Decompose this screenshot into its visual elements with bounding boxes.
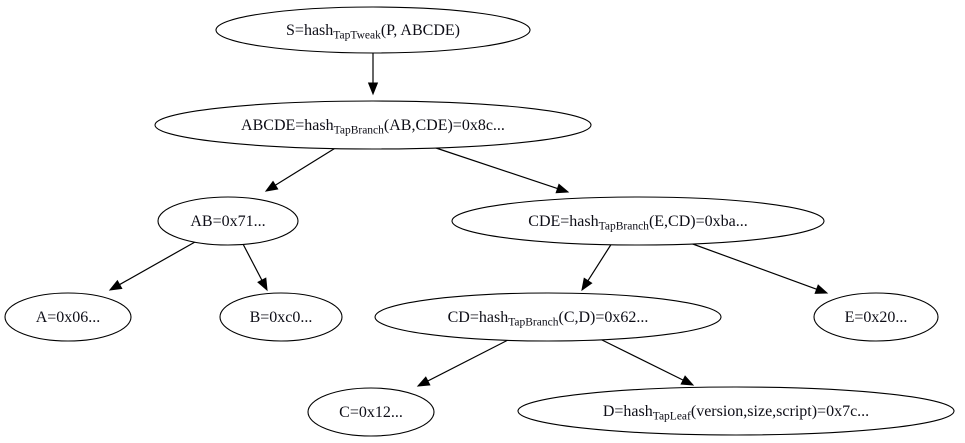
edge-abcde-to-cde xyxy=(432,146,570,194)
arrowhead-icon xyxy=(108,279,123,291)
node-label: B=0xc0... xyxy=(250,309,313,326)
node-label: E=0x20... xyxy=(845,309,908,326)
node-ellipse xyxy=(813,292,939,342)
edge-cd-to-c xyxy=(416,338,511,387)
node-abcde[interactable]: ABCDE=hashTapBranch(AB,CDE)=0x8c... xyxy=(154,100,592,150)
node-ellipse xyxy=(215,6,531,54)
node-ellipse xyxy=(451,196,825,246)
node-ellipse xyxy=(154,100,592,150)
node-cd[interactable]: CD=hashTapBranch(C,D)=0x62... xyxy=(374,292,722,342)
edge-line xyxy=(117,241,196,287)
arrowhead-icon xyxy=(680,375,695,386)
node-ellipse xyxy=(4,292,132,342)
node-label: C=0x12... xyxy=(339,404,403,421)
nodes-layer: S=hashTapTweak(P, ABCDE) ABCDE=hashTapBra… xyxy=(4,6,955,437)
arrowhead-icon xyxy=(814,284,829,294)
edges-layer xyxy=(108,53,829,387)
node-ellipse xyxy=(219,292,343,342)
node-b[interactable]: B=0xc0... xyxy=(219,292,343,342)
edge-cde-to-e xyxy=(689,242,829,294)
edge-line xyxy=(586,242,613,283)
arrowhead-icon xyxy=(257,277,268,292)
node-label: A=0x06... xyxy=(36,309,101,326)
node-d[interactable]: D=hashTapLeaf(version,size,script)=0x7c.… xyxy=(517,386,955,436)
arrowhead-icon xyxy=(416,376,431,387)
edge-line xyxy=(432,146,560,190)
node-a[interactable]: A=0x06... xyxy=(4,292,132,342)
arrowhead-icon xyxy=(581,277,593,292)
edge-ab-to-a xyxy=(108,241,196,291)
edge-cde-to-cd xyxy=(581,242,613,292)
node-ellipse xyxy=(374,292,722,342)
edge-line xyxy=(425,338,511,383)
node-label: CD=hashTapBranch(C,D)=0x62... xyxy=(448,309,649,328)
arrowhead-icon xyxy=(264,180,279,192)
edge-line xyxy=(599,338,686,382)
node-ellipse xyxy=(517,386,955,436)
arrowhead-icon xyxy=(555,183,570,194)
edge-abcde-to-ab xyxy=(264,146,338,192)
edge-line xyxy=(242,243,264,283)
node-label: ABCDE=hashTapBranch(AB,CDE)=0x8c... xyxy=(241,117,505,136)
edge-cd-to-d xyxy=(599,338,695,386)
arrowhead-icon xyxy=(367,82,379,96)
node-label: AB=0x71... xyxy=(190,213,265,230)
node-cde[interactable]: CDE=hashTapBranch(E,CD)=0xba... xyxy=(451,196,825,246)
node-s[interactable]: S=hashTapTweak(P, ABCDE) xyxy=(215,6,531,54)
node-label: D=hashTapLeaf(version,size,script)=0x7c.… xyxy=(603,403,869,422)
edge-s-to-abcde xyxy=(367,53,379,96)
edge-line xyxy=(689,242,819,291)
node-ab[interactable]: AB=0x71... xyxy=(157,196,299,246)
node-ellipse xyxy=(157,196,299,246)
node-label: CDE=hashTapBranch(E,CD)=0xba... xyxy=(528,213,747,232)
node-c[interactable]: C=0x12... xyxy=(307,387,435,437)
edge-ab-to-b xyxy=(242,243,268,292)
node-ellipse xyxy=(307,387,435,437)
edge-line xyxy=(273,146,338,187)
node-label: S=hashTapTweak(P, ABCDE) xyxy=(286,22,460,41)
node-e[interactable]: E=0x20... xyxy=(813,292,939,342)
